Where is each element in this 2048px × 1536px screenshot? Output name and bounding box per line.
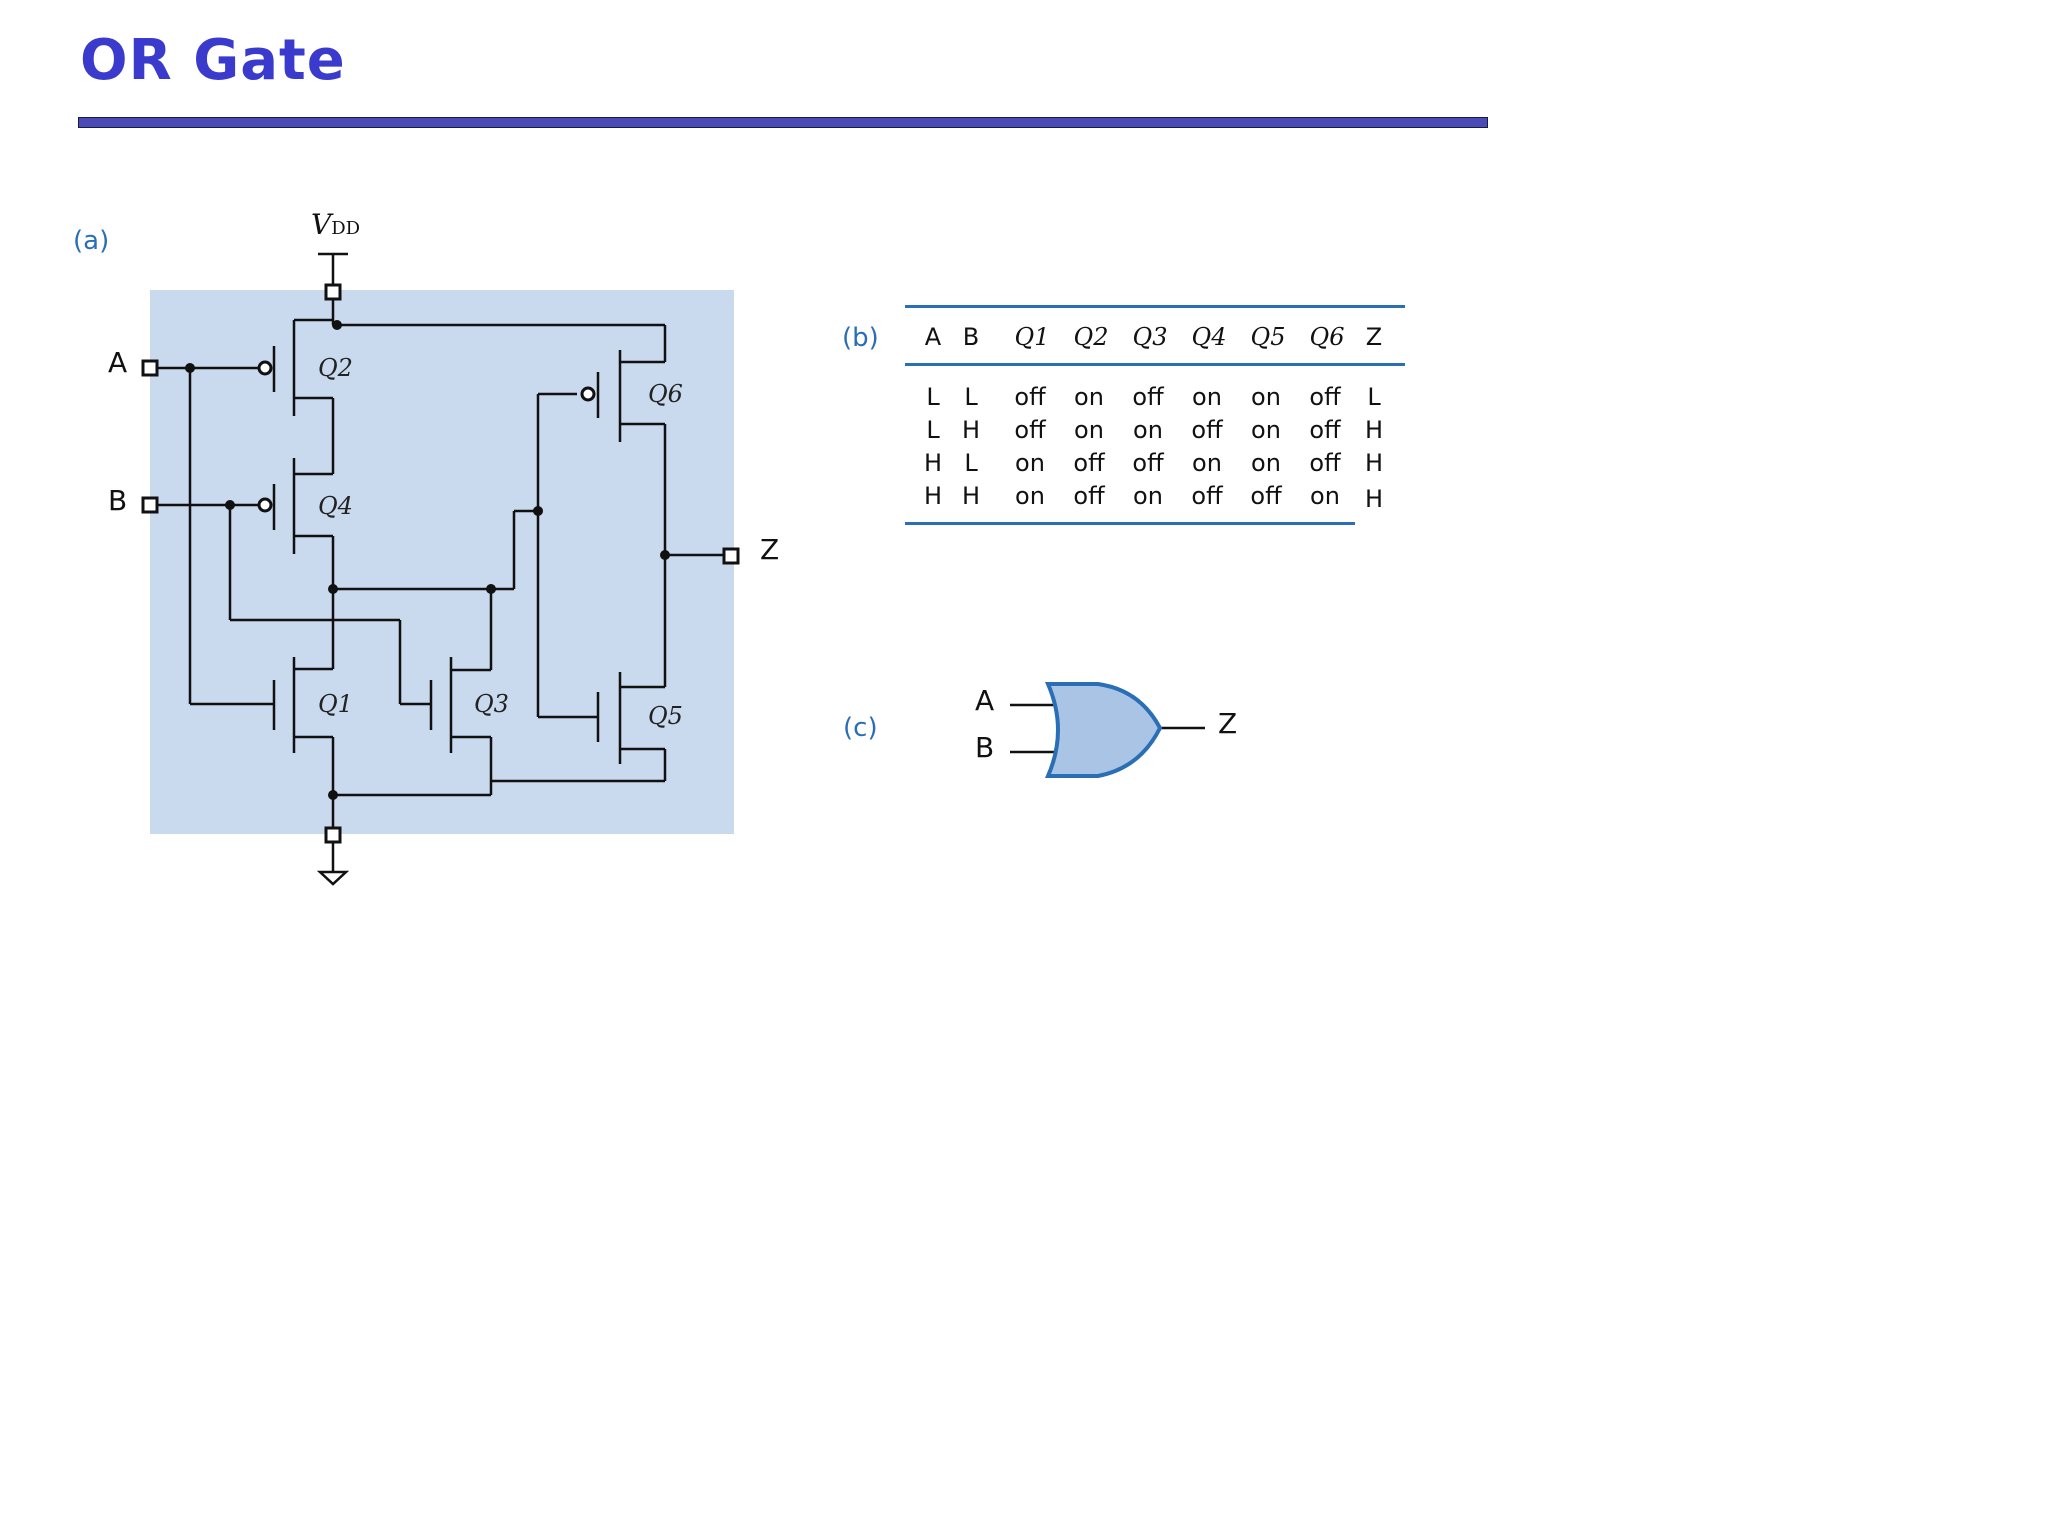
tt-cell: on [1133, 482, 1163, 510]
truth-table-header-rule [905, 363, 1405, 366]
tt-cell: on [1251, 449, 1281, 477]
tt-cell: on [1192, 449, 1222, 477]
truth-table-bottom-rule [905, 522, 1355, 525]
tt-cell: H [923, 482, 943, 510]
q4-bubble [257, 497, 273, 513]
page-title: OR Gate [80, 28, 346, 93]
tt-cell: H [961, 482, 981, 510]
tt-cell: on [1015, 482, 1045, 510]
tt-cell: L [926, 383, 940, 411]
tt-cell: off [1309, 449, 1341, 477]
tt-cell: on [1074, 383, 1104, 411]
or-gate-symbol [1010, 682, 1205, 778]
tt-cell: off [1073, 449, 1105, 477]
tt-cell: L [926, 416, 940, 444]
circuit-schematic [141, 252, 1205, 886]
tt-cell: off [1250, 482, 1282, 510]
tt-cell: off [1309, 383, 1341, 411]
tt-cell: on [1251, 383, 1281, 411]
tt-cell: H [961, 416, 981, 444]
terminals [141, 283, 740, 844]
tt-cell: off [1014, 416, 1046, 444]
th-q5: Q5 [1250, 323, 1286, 351]
th-z: Z [1365, 323, 1383, 351]
vdd-label: VDD [311, 208, 360, 241]
q1-label: Q1 [318, 690, 353, 718]
tt-cell: off [1132, 449, 1164, 477]
q6-label: Q6 [648, 380, 683, 408]
gate-output-z-label: Z [1218, 707, 1238, 740]
tt-cell: H [1364, 416, 1384, 444]
tt-cell: on [1133, 416, 1163, 444]
q6-bubble [580, 386, 596, 402]
th-a: A [924, 323, 942, 351]
vdd-label-main: V [311, 208, 332, 241]
input-a-label: A [108, 346, 128, 379]
tt-cell: on [1310, 482, 1340, 510]
ground-icon [316, 870, 350, 886]
tt-cell: H [923, 449, 943, 477]
q3-label: Q3 [474, 690, 509, 718]
th-q3: Q3 [1132, 323, 1168, 351]
panel-label-b: (b) [842, 323, 879, 353]
q4-label: Q4 [318, 492, 353, 520]
tt-cell: H [1364, 485, 1384, 513]
tt-cell: L [964, 383, 978, 411]
th-b: B [962, 323, 980, 351]
tt-cell: L [1367, 383, 1381, 411]
q2-bubble [257, 360, 273, 376]
vdd-label-sub: DD [331, 218, 361, 239]
th-q2: Q2 [1073, 323, 1109, 351]
gate-input-b-label: B [975, 731, 995, 764]
tt-cell: off [1132, 383, 1164, 411]
schematic-background [150, 290, 734, 834]
panel-label-c: (c) [843, 713, 878, 743]
input-b-label: B [108, 484, 128, 517]
gate-input-a-label: A [975, 684, 995, 717]
th-q6: Q6 [1309, 323, 1345, 351]
tt-cell: on [1074, 416, 1104, 444]
tt-cell: H [1364, 449, 1384, 477]
junction-dots [185, 320, 670, 800]
th-q4: Q4 [1191, 323, 1227, 351]
tt-cell: on [1192, 383, 1222, 411]
panel-label-a: (a) [73, 226, 110, 256]
tt-cell: off [1191, 482, 1223, 510]
tt-cell: L [964, 449, 978, 477]
tt-cell: off [1309, 416, 1341, 444]
tt-cell: off [1073, 482, 1105, 510]
tt-cell: on [1015, 449, 1045, 477]
tt-cell: off [1191, 416, 1223, 444]
th-q1: Q1 [1014, 323, 1050, 351]
truth-table-top-rule [905, 305, 1405, 308]
q2-label: Q2 [318, 354, 353, 382]
output-z-label: Z [760, 533, 780, 566]
tt-cell: on [1251, 416, 1281, 444]
title-rule [78, 117, 1488, 128]
tt-cell: off [1014, 383, 1046, 411]
q5-label: Q5 [648, 702, 683, 730]
